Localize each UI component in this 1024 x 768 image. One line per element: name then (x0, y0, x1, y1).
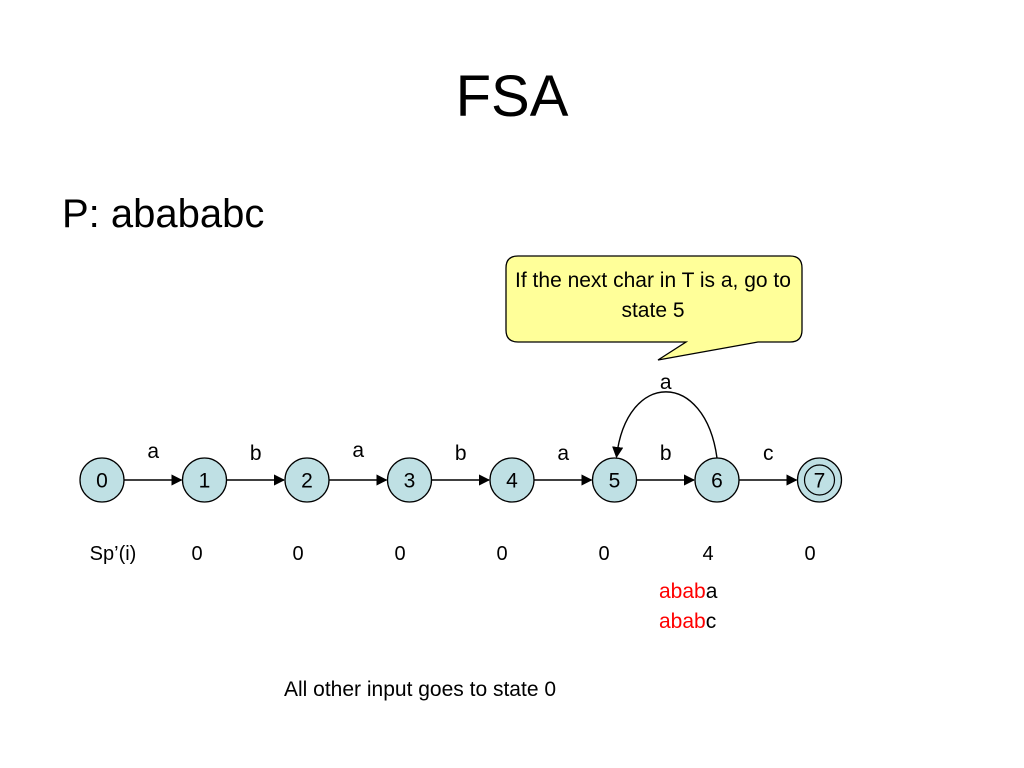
state-circle (181, 457, 228, 503)
sp-value-6: 4 (702, 543, 714, 565)
sp-value-2: 0 (292, 543, 304, 565)
transition-label-5-6: b (660, 442, 672, 465)
state-label: 0 (96, 470, 108, 493)
state-4: 4 (489, 457, 535, 503)
state-0: 0 (79, 457, 125, 503)
sp-value-7: 0 (804, 543, 816, 565)
example-line-1: ababa (659, 578, 717, 606)
example-line-2: ababc (659, 608, 716, 636)
state-circle (386, 457, 433, 503)
state-7: 7 (796, 457, 843, 503)
callout-text: If the next char in T is a, go to state … (515, 269, 791, 322)
state-6: 6 (694, 457, 740, 503)
pattern-line: P: abababc (62, 192, 265, 236)
state-3: 3 (386, 457, 433, 503)
state-5: 5 (591, 457, 638, 503)
transition-label-0-1: a (147, 440, 159, 463)
back-edge-label: a (660, 371, 672, 394)
transition-label-4-5: a (557, 442, 569, 465)
transition-label-3-4: b (455, 442, 467, 465)
sp-value-1: 0 (191, 543, 203, 565)
state-circle (591, 457, 638, 503)
state-label: 1 (199, 470, 211, 493)
slide-title: FSA (455, 64, 569, 129)
footer-note: All other input goes to state 0 (284, 678, 557, 701)
example-1-matched-prefix: abab (659, 580, 706, 603)
sp-row-label: Sp’(i) (89, 543, 137, 565)
transition-label-2-3: a (352, 439, 364, 462)
state-label: 2 (301, 470, 313, 493)
example-1-next-char: a (705, 580, 718, 603)
state-1: 1 (181, 457, 228, 503)
example-2-next-char: c (705, 610, 717, 633)
state-label: 3 (404, 470, 416, 493)
state-label: 4 (506, 470, 518, 493)
state-circle (284, 457, 330, 503)
state-circle (79, 457, 125, 503)
sp-value-4: 0 (496, 543, 508, 565)
accepting-ring (803, 464, 836, 496)
state-2: 2 (284, 457, 330, 503)
state-circle (694, 457, 740, 503)
sp-value-3: 0 (394, 543, 406, 565)
callout-bubble (505, 255, 803, 361)
sp-value-5: 0 (598, 543, 610, 565)
state-label: 6 (711, 470, 723, 493)
transition-label-1-2: b (250, 442, 262, 465)
example-2-matched-prefix: abab (659, 610, 706, 633)
state-label: 5 (609, 470, 621, 493)
transition-label-6-7: c (763, 442, 774, 465)
back-edge-6-5 (612, 391, 718, 459)
state-circle (489, 457, 535, 503)
state-label: 7 (814, 470, 826, 493)
